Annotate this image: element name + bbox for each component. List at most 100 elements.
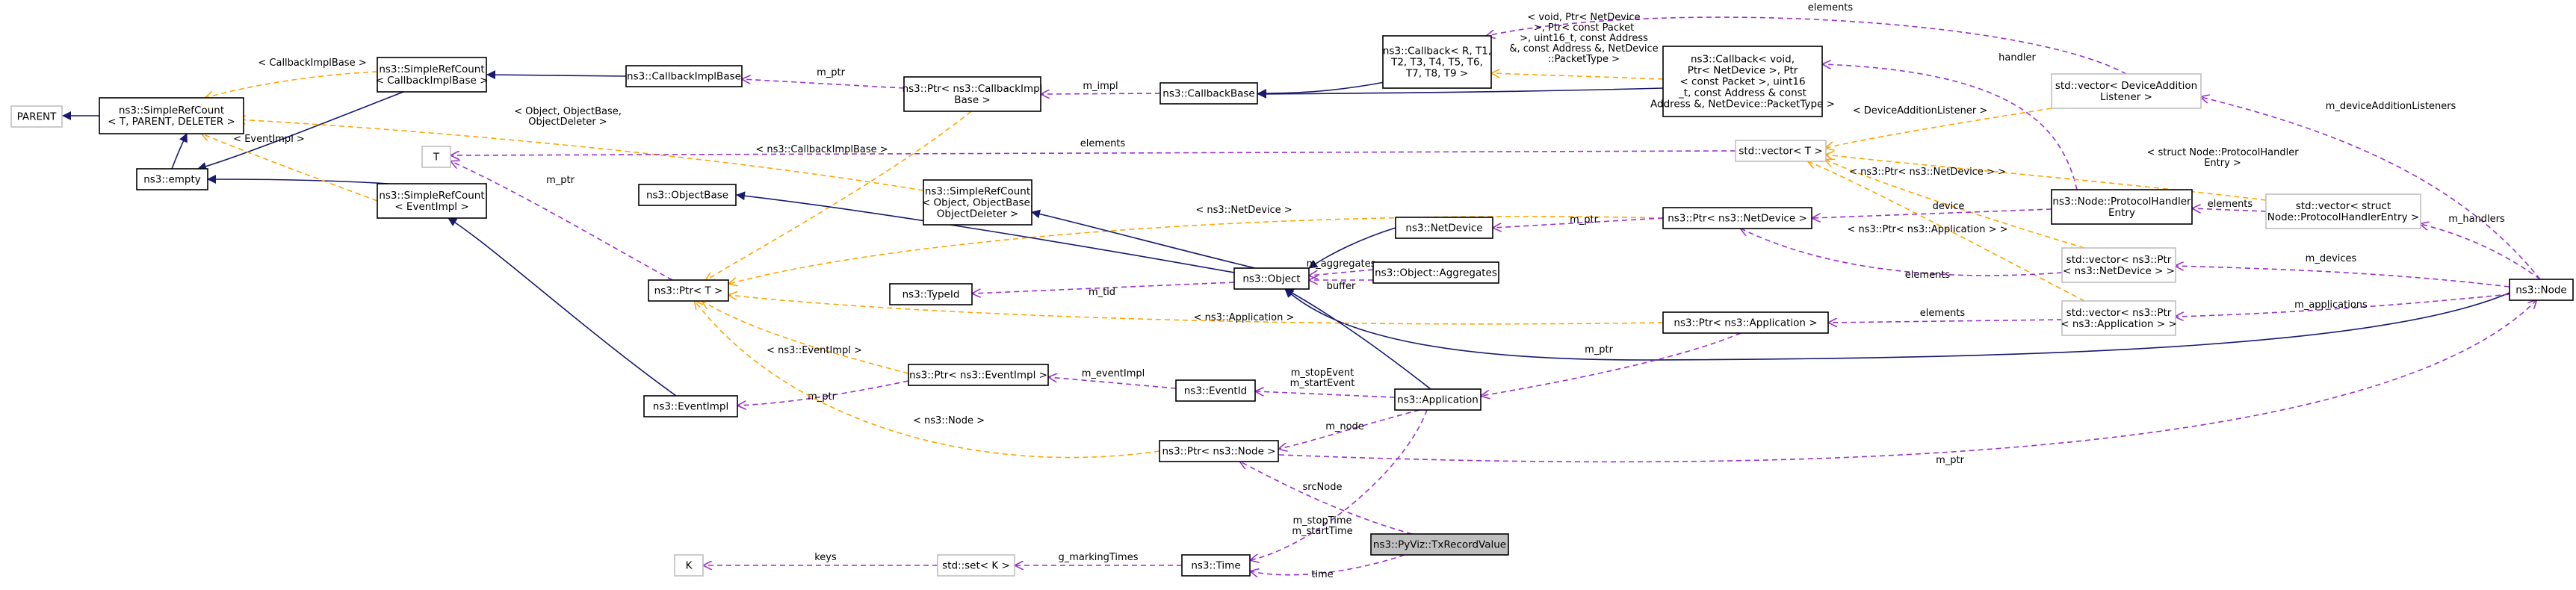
- class-node-label: Entry: [2108, 207, 2135, 219]
- edge-tpl-callback: < void, Ptr< NetDevice>, Ptr< const Pack…: [1492, 12, 1664, 80]
- edge-line: [1240, 462, 1413, 535]
- class-node-set-k[interactable]: std::set< K >: [937, 554, 1015, 577]
- class-node-label: ns3::SimpleRefCount: [379, 63, 484, 75]
- class-node-node[interactable]: ns3::Node: [2509, 279, 2574, 301]
- edge-use-mnode: m_node: [1279, 409, 1420, 449]
- class-node-t[interactable]: T: [421, 146, 451, 168]
- class-node-object[interactable]: ns3::Object: [1233, 267, 1310, 290]
- class-node-eventid[interactable]: ns3::EventId: [1175, 379, 1256, 402]
- edge-label: m_ptr: [1570, 214, 1599, 226]
- edge-use-mptr-application: m_ptr: [1481, 332, 1741, 396]
- class-node-parent[interactable]: PARENT: [10, 105, 63, 128]
- class-node-txrecordvalue[interactable]: ns3::PyViz::TxRecordValue: [1370, 533, 1509, 556]
- class-node-aggregates[interactable]: ns3::Object::Aggregates: [1372, 261, 1499, 284]
- class-node-vector-deviceaddition[interactable]: std::vector< DeviceAdditionListener >: [2051, 73, 2202, 109]
- edge-label: m_handlers: [2448, 214, 2505, 225]
- class-node-application[interactable]: ns3::Application: [1394, 388, 1481, 411]
- class-node-callback-netdevice[interactable]: ns3::Callback< void,Ptr< NetDevice >, Pt…: [1650, 46, 1835, 117]
- edge-label: m_tid: [1089, 287, 1115, 298]
- class-node-vector-protocolhandler[interactable]: std::vector< structNode::ProtocolHandler…: [2265, 193, 2421, 229]
- class-node-objectbase[interactable]: ns3::ObjectBase: [638, 184, 737, 206]
- edge-use-aggregates: m_aggregates: [1307, 258, 1376, 276]
- class-node-simplerefcount-generic[interactable]: ns3::SimpleRefCount< T, PARENT, DELETER …: [99, 97, 244, 134]
- edge-label: m_impl: [1083, 81, 1118, 92]
- class-node-time[interactable]: ns3::Time: [1181, 554, 1251, 577]
- class-node-label: < CallbackImplBase >: [376, 75, 489, 87]
- edge-inh-empty-srce: [207, 175, 389, 184]
- class-node-label: ns3::PyViz::TxRecordValue: [1373, 539, 1506, 551]
- edge-use-handler: handler: [1823, 52, 2078, 190]
- class-node-ptr-t[interactable]: ns3::Ptr< T >: [648, 279, 729, 302]
- class-node-vector-ptr-netdevice[interactable]: std::vector< ns3::Ptr< ns3::NetDevice > …: [2061, 247, 2176, 283]
- edge-line: [736, 191, 1235, 273]
- edge-use-elements-top: elements: [1487, 2, 2127, 75]
- edge-use-mptr-node: m_ptr: [1278, 300, 2536, 466]
- edge-label: < ns3::Application >: [1194, 312, 1295, 323]
- class-node-label: ns3::CallbackImplBase: [627, 71, 741, 83]
- class-node-ptr-netdevice[interactable]: ns3::Ptr< ns3::NetDevice >: [1662, 207, 1812, 229]
- edge-label: srcNode: [1303, 482, 1343, 493]
- class-node-ptr-node[interactable]: ns3::Ptr< ns3::Node >: [1159, 440, 1279, 462]
- edge-label: m_ptr: [546, 175, 575, 186]
- class-node-simplerefcount-callbackimplbase[interactable]: ns3::SimpleRefCount< CallbackImplBase >: [376, 57, 489, 93]
- edge-use-elements-netdevice: elements: [1741, 229, 2063, 281]
- edge-line: [2193, 208, 2267, 211]
- edge-line: [1049, 377, 1177, 389]
- class-node-label: ns3::CallbackBase: [1162, 88, 1254, 100]
- class-node-ptr-application[interactable]: ns3::Ptr< ns3::Application >: [1662, 311, 1829, 334]
- edge-label: m_deviceAdditionListeners: [2326, 101, 2456, 112]
- class-node-vector-ptr-application[interactable]: std::vector< ns3::Ptr< ns3::Application …: [2061, 300, 2177, 336]
- class-node-netdevice[interactable]: ns3::NetDevice: [1395, 217, 1493, 239]
- edge-use-mimpl: m_impl: [1041, 81, 1161, 94]
- edge-label: < ns3::Node >: [913, 415, 985, 426]
- class-node-protocolhandler[interactable]: ns3::Node::ProtocolHandlerEntry: [2051, 189, 2193, 225]
- edge-tpl-node: < ns3::Node >: [695, 301, 1160, 459]
- class-node-simplerefcount-object[interactable]: ns3::SimpleRefCount< Object, ObjectBase,…: [922, 179, 1033, 226]
- class-node-label: ns3::Ptr< ns3::CallbackImpl: [902, 83, 1043, 95]
- edge-use-time: time: [1251, 554, 1405, 580]
- class-node-label: Base >: [954, 94, 990, 106]
- edge-tpl-eventimpl-ptr: < ns3::EventImpl >: [702, 301, 909, 374]
- edge-line: [171, 133, 188, 170]
- edge-label: < ns3::CallbackImplBase >: [755, 144, 888, 155]
- class-node-label: Listener >: [2100, 91, 2152, 103]
- edge-label: handler: [1998, 52, 2036, 63]
- edge-inh-object-netdevice: [1308, 227, 1396, 269]
- class-node-empty[interactable]: ns3::empty: [136, 168, 208, 190]
- class-node-callbackimplbase[interactable]: ns3::CallbackImplBase: [625, 65, 743, 87]
- class-node-callback-void[interactable]: ns3::Callback< R, T1,T2, T3, T4, T5, T6,…: [1382, 35, 1492, 89]
- edge-line: [738, 380, 909, 406]
- edge-use-elements-protocol: elements: [2193, 199, 2267, 211]
- class-node-ptr-eventimpl[interactable]: ns3::Ptr< ns3::EventImpl >: [908, 364, 1049, 386]
- edge-inh-empty-srcb: [197, 91, 404, 171]
- edge-inh-srce-eventimpl: [448, 217, 677, 397]
- class-node-label: ns3::Callback< R, T1,: [1383, 46, 1491, 58]
- class-node-label: < EventImpl >: [394, 201, 468, 213]
- edge-use-meventimpl: m_eventImpl: [1049, 368, 1177, 389]
- edge-inh-empty: [171, 133, 188, 170]
- edge-inh-cbbase2: [1257, 87, 1664, 99]
- edge-line: [729, 295, 1664, 325]
- class-node-typeid[interactable]: ns3::TypeId: [889, 283, 973, 305]
- edge-label: m_aggregates: [1307, 258, 1376, 270]
- class-node-label: ns3::NetDevice: [1405, 223, 1482, 235]
- class-node-label: T2, T3, T4, T5, T6,: [1390, 57, 1483, 69]
- edge-line: [743, 79, 905, 89]
- class-node-eventimpl[interactable]: ns3::EventImpl: [643, 395, 738, 417]
- edge-label: m_ptr: [1585, 344, 1614, 355]
- edge-label: m_devices: [2306, 253, 2357, 264]
- class-node-simplerefcount-eventimpl[interactable]: ns3::SimpleRefCount< EventImpl >: [377, 183, 487, 219]
- class-node-label: ns3::Time: [1191, 560, 1240, 572]
- class-node-callbackbase[interactable]: ns3::CallbackBase: [1159, 82, 1258, 105]
- class-node-label: ns3::Node: [2515, 285, 2567, 296]
- edge-label: < ns3::NetDevice >: [1195, 205, 1292, 216]
- class-node-ptr-callbackimplbase[interactable]: ns3::Ptr< ns3::CallbackImplBase >: [902, 76, 1043, 112]
- edge-label: elements: [1080, 138, 1126, 149]
- edge-use-elements-t: elements: [451, 138, 1736, 155]
- class-node-label: std::vector< ns3::Ptr: [2066, 307, 2172, 319]
- class-node-k[interactable]: K: [674, 554, 704, 577]
- edge-tpl-application: < ns3::Application >: [729, 295, 1664, 325]
- class-node-vector-t[interactable]: std::vector< T >: [1735, 140, 1827, 162]
